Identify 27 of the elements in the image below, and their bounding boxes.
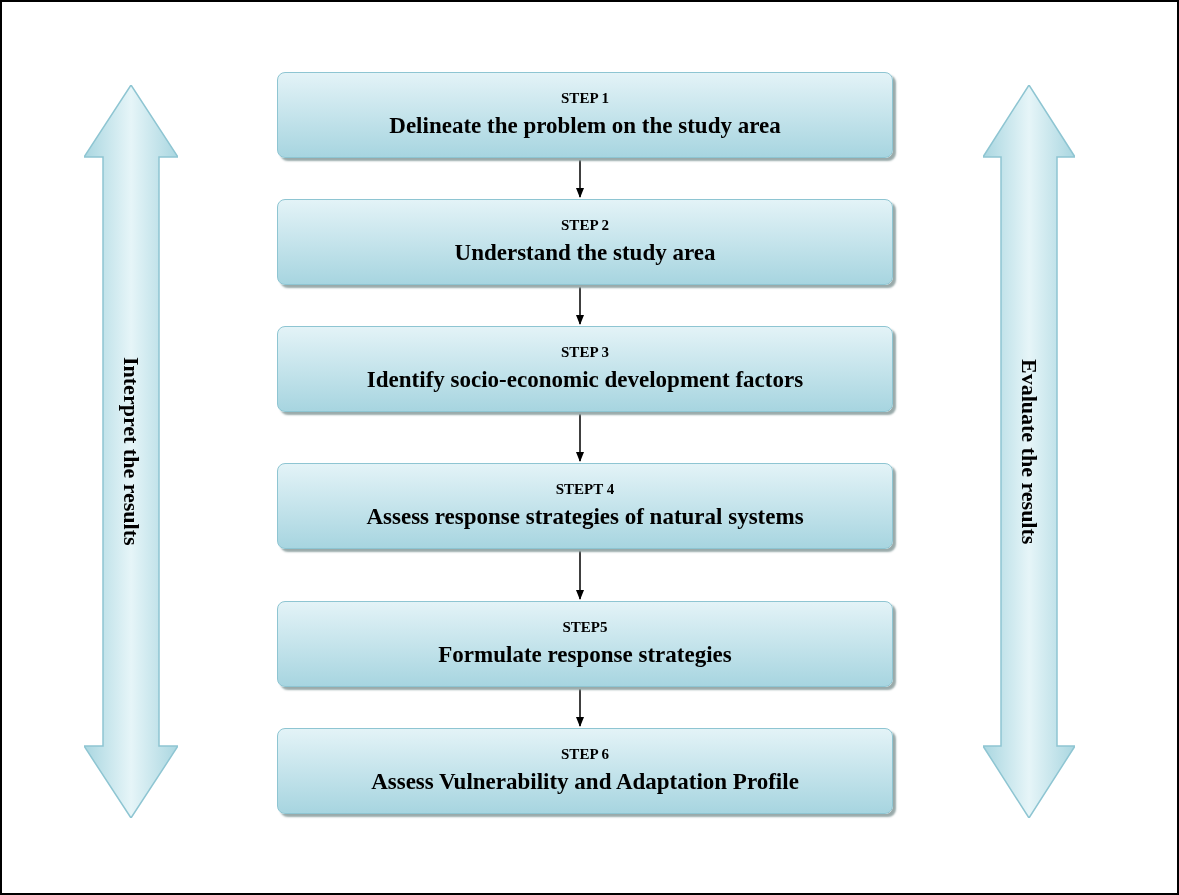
step-title: Assess Vulnerability and Adaptation Profile <box>371 768 799 796</box>
arrow <box>576 413 584 462</box>
step-number: STEP 1 <box>561 89 609 108</box>
step-box <box>277 463 893 549</box>
step-number: STEP 3 <box>561 343 609 362</box>
step-box <box>277 601 893 687</box>
arrow <box>576 550 584 600</box>
arrow <box>576 286 584 325</box>
step-title: Assess response strategies of natural systems <box>366 503 804 531</box>
step-number: STEP 6 <box>561 745 609 764</box>
arrow <box>576 688 584 727</box>
step-box <box>277 72 893 158</box>
arrow-label: Interpret the results <box>120 357 142 546</box>
step-title: Identify socio-economic development factors <box>366 366 804 394</box>
double-arrow <box>84 85 178 818</box>
step-box <box>277 728 893 814</box>
step-box <box>277 199 893 285</box>
step-number: STEPT 4 <box>555 480 615 499</box>
step-number: STEP5 <box>562 618 608 637</box>
step-number: STEP 2 <box>561 216 609 235</box>
step-title: Formulate response strategies <box>438 641 732 669</box>
arrow-label: Evaluate the results <box>1018 358 1040 545</box>
double-arrow <box>983 85 1075 818</box>
arrow <box>576 159 584 198</box>
step-title: Delineate the problem on the study area <box>389 112 781 140</box>
step-box <box>277 326 893 412</box>
step-title: Understand the study area <box>454 239 716 267</box>
